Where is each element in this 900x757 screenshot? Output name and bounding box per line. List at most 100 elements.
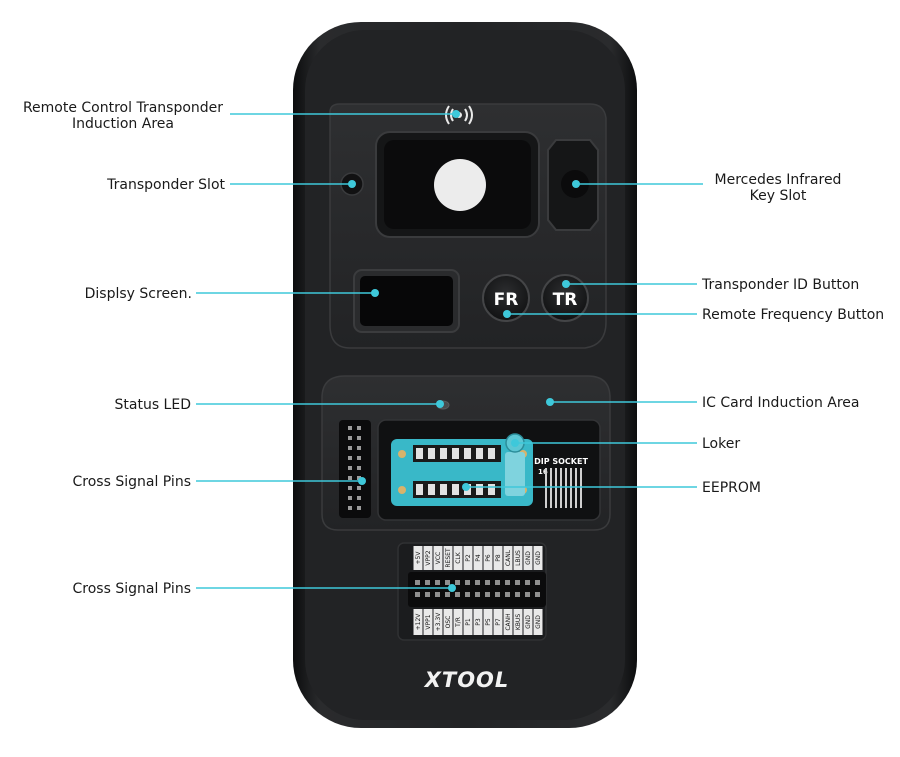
- pin-label-top: CLK: [455, 551, 462, 564]
- callout-dot-transponder-id: [562, 280, 570, 288]
- cross-pin-bottom: [475, 592, 480, 597]
- label-mercedes-slot-line1: Mercedes Infrared: [714, 172, 842, 188]
- tr-button[interactable]: TR: [541, 274, 589, 322]
- cross-pins-left-block: [339, 420, 371, 518]
- pin-label-bottom: GND: [535, 615, 542, 629]
- pin-label-top: RESET: [445, 548, 452, 568]
- pin-label-box-top: [493, 546, 503, 570]
- dip-mark: [565, 468, 567, 508]
- pin-label-top: VPP2: [425, 550, 432, 565]
- label-transponder-id-button: Transponder ID Button: [702, 277, 860, 293]
- pin-label-box-top: [453, 546, 463, 570]
- cross-pin-bottom: [515, 580, 520, 585]
- pin-label-box-bottom: [453, 609, 463, 635]
- pin-label-box-top: [473, 546, 483, 570]
- tr-button-label: TR: [553, 290, 578, 310]
- dip-mark: [575, 468, 577, 508]
- cross-pins-left[interactable]: [348, 426, 361, 510]
- callout-dot-ic-card: [546, 398, 554, 406]
- callout-dot-status-led: [436, 400, 444, 408]
- pin-label-box-bottom: [433, 609, 443, 635]
- cross-pin-bottom: [415, 580, 420, 585]
- pin-label-box-bottom: [523, 609, 533, 635]
- cross-pin-left: [348, 456, 352, 460]
- zif-contact-top: [416, 448, 423, 459]
- pin-label-top: P2: [465, 554, 472, 562]
- callout-dot-remote-induction: [452, 110, 460, 118]
- cross-pin-left: [357, 456, 361, 460]
- cross-pin-left: [348, 486, 352, 490]
- cross-pin-bottom: [465, 580, 470, 585]
- label-remote-frequency-button: Remote Frequency Button: [702, 307, 885, 323]
- zif-contact-bottom: [488, 484, 495, 495]
- pin-label-bottom: CANH: [505, 613, 512, 630]
- cross-pin-bottom: [435, 580, 440, 585]
- pin-label-box-top: [423, 546, 433, 570]
- pin-label-bottom: KBUS: [515, 614, 522, 630]
- cross-pin-left: [357, 476, 361, 480]
- zif-latch: [505, 452, 525, 496]
- pin-label-top: P4: [475, 554, 482, 562]
- dip-socket-marks: [545, 468, 582, 508]
- label-transponder-slot: Transponder Slot: [107, 177, 225, 193]
- zif-contact-bottom: [452, 484, 459, 495]
- pin-label-bottom: +3.3V: [435, 612, 442, 632]
- pin-label-box-top: [463, 546, 473, 570]
- cross-pin-left: [357, 426, 361, 430]
- cross-pin-bottom: [535, 592, 540, 597]
- label-locker: Loker: [702, 436, 741, 452]
- cross-pin-bottom: [425, 592, 430, 597]
- pin-label-box-bottom: [413, 609, 423, 635]
- pin-label-box-bottom: [493, 609, 503, 635]
- pin-label-top: VCC: [435, 552, 442, 564]
- zif-contact-top: [428, 448, 435, 459]
- label-cross-pins-left: Cross Signal Pins: [72, 474, 191, 490]
- cross-pin-bottom: [515, 592, 520, 597]
- cross-pin-left: [348, 476, 352, 480]
- cross-pin-bottom: [485, 580, 490, 585]
- zif-contact-bottom: [476, 484, 483, 495]
- pin-label-top: P8: [495, 554, 502, 562]
- fr-button-label: FR: [494, 290, 519, 310]
- cross-pins-bottom[interactable]: [415, 580, 540, 597]
- dip-mark: [570, 468, 572, 508]
- cross-pin-bottom: [505, 592, 510, 597]
- zif-screw-left-bottom: [398, 486, 406, 494]
- pin-header: [408, 572, 546, 607]
- pin-label-bottom: P5: [485, 618, 492, 626]
- dip-mark: [550, 468, 552, 508]
- fr-button[interactable]: FR: [482, 274, 530, 322]
- dip-mark: [560, 468, 562, 508]
- label-mercedes-slot: Mercedes Infrared Key Slot: [703, 172, 853, 204]
- zif-contact-top: [464, 448, 471, 459]
- pin-label-box-bottom: [443, 609, 453, 635]
- cross-pin-bottom: [455, 592, 460, 597]
- pin-label-box-top: [523, 546, 533, 570]
- cross-pin-bottom: [485, 592, 490, 597]
- callout-dots: [348, 110, 580, 592]
- cross-pin-bottom: [475, 580, 480, 585]
- pin-label-box-bottom: [513, 609, 523, 635]
- cross-pin-bottom: [425, 580, 430, 585]
- callout-dot-mercedes-slot: [572, 180, 580, 188]
- zif-contact-bottom: [440, 484, 447, 495]
- pin-label-box-top: [433, 546, 443, 570]
- label-remote-induction: Remote Control Transponder Induction Are…: [18, 100, 228, 132]
- zif-contact-top: [452, 448, 459, 459]
- label-display-screen: Displsy Screen.: [84, 286, 192, 302]
- zif-contact-top: [476, 448, 483, 459]
- cross-pin-bottom: [435, 592, 440, 597]
- dip-socket-title: DIP SOCKET: [534, 457, 588, 466]
- pin-label-box-top: [533, 546, 543, 570]
- cross-pin-left: [348, 496, 352, 500]
- pin-label-top: GND: [535, 551, 542, 565]
- cross-pin-left: [357, 506, 361, 510]
- transponder-slot-hole[interactable]: [434, 159, 486, 211]
- pin-label-top: LBUS: [515, 550, 522, 566]
- pin-label-top: P6: [485, 554, 492, 562]
- callout-lines: [196, 113, 703, 589]
- zif-contact-top: [440, 448, 447, 459]
- cross-pin-bottom: [525, 580, 530, 585]
